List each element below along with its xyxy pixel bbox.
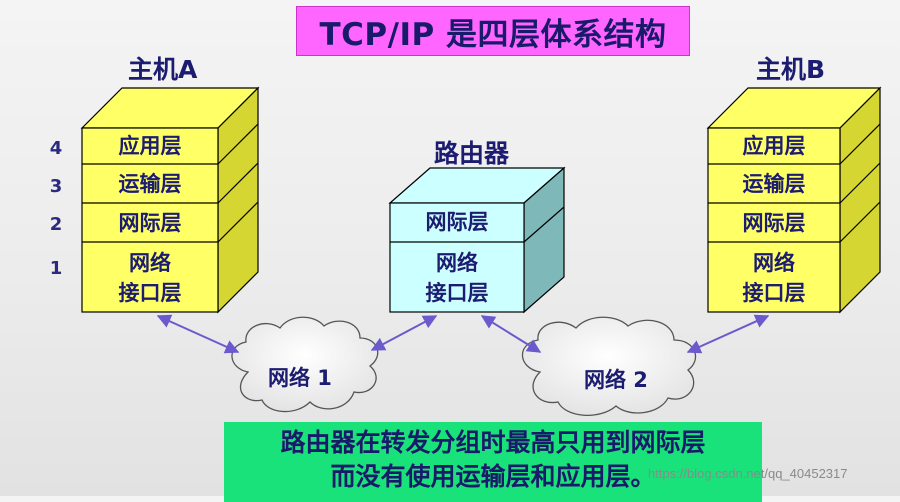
arrow-router-network-2 <box>480 315 542 353</box>
network-1-label: 网络 1 <box>268 366 332 390</box>
router-network-interface-layer: 网络 接口层 <box>425 251 489 305</box>
network-2-label: 网络 2 <box>584 368 648 392</box>
host-b-internet-layer: 网际层 <box>742 211 806 235</box>
host-b-stack <box>706 86 882 314</box>
host-a-application-layer: 应用层 <box>118 134 182 158</box>
host-a-transport-layer: 运输层 <box>118 172 182 196</box>
router-label: 路由器 <box>434 139 510 168</box>
arrow-network-1-router <box>370 315 438 351</box>
host-b-network-interface-layer: 网络 接口层 <box>742 251 806 305</box>
host-a-label: 主机A <box>128 55 198 84</box>
router-note-line-1: 路由器在转发分组时最高只用到网际层 <box>280 428 706 457</box>
arrow-network-2-host-b <box>686 314 770 354</box>
network-2-cloud <box>521 316 697 417</box>
layer-number-1: 1 <box>49 258 63 279</box>
host-a-stack <box>80 86 260 314</box>
host-a-internet-layer: 网际层 <box>118 211 182 235</box>
watermark-url: https://blog.csdn.net/qq_40452317 <box>648 466 848 481</box>
router-internet-layer: 网际层 <box>425 210 489 234</box>
host-b-application-layer: 应用层 <box>742 134 806 158</box>
layer-number-4: 4 <box>49 138 63 159</box>
router-note-line-2: 而没有使用运输层和应用层。 <box>330 462 656 491</box>
host-b-transport-layer: 运输层 <box>742 172 806 196</box>
arrow-host-a-network-1 <box>156 314 240 354</box>
router-stack <box>388 166 566 314</box>
host-b-label: 主机B <box>756 55 826 84</box>
host-a-network-interface-layer: 网络 接口层 <box>118 251 182 305</box>
layer-number-2: 2 <box>49 214 63 235</box>
router-note-box: 路由器在转发分组时最高只用到网际层 而没有使用运输层和应用层。 <box>224 422 762 502</box>
layer-number-3: 3 <box>49 176 63 197</box>
diagram-title: TCP/IP 是四层体系结构 <box>296 6 690 56</box>
